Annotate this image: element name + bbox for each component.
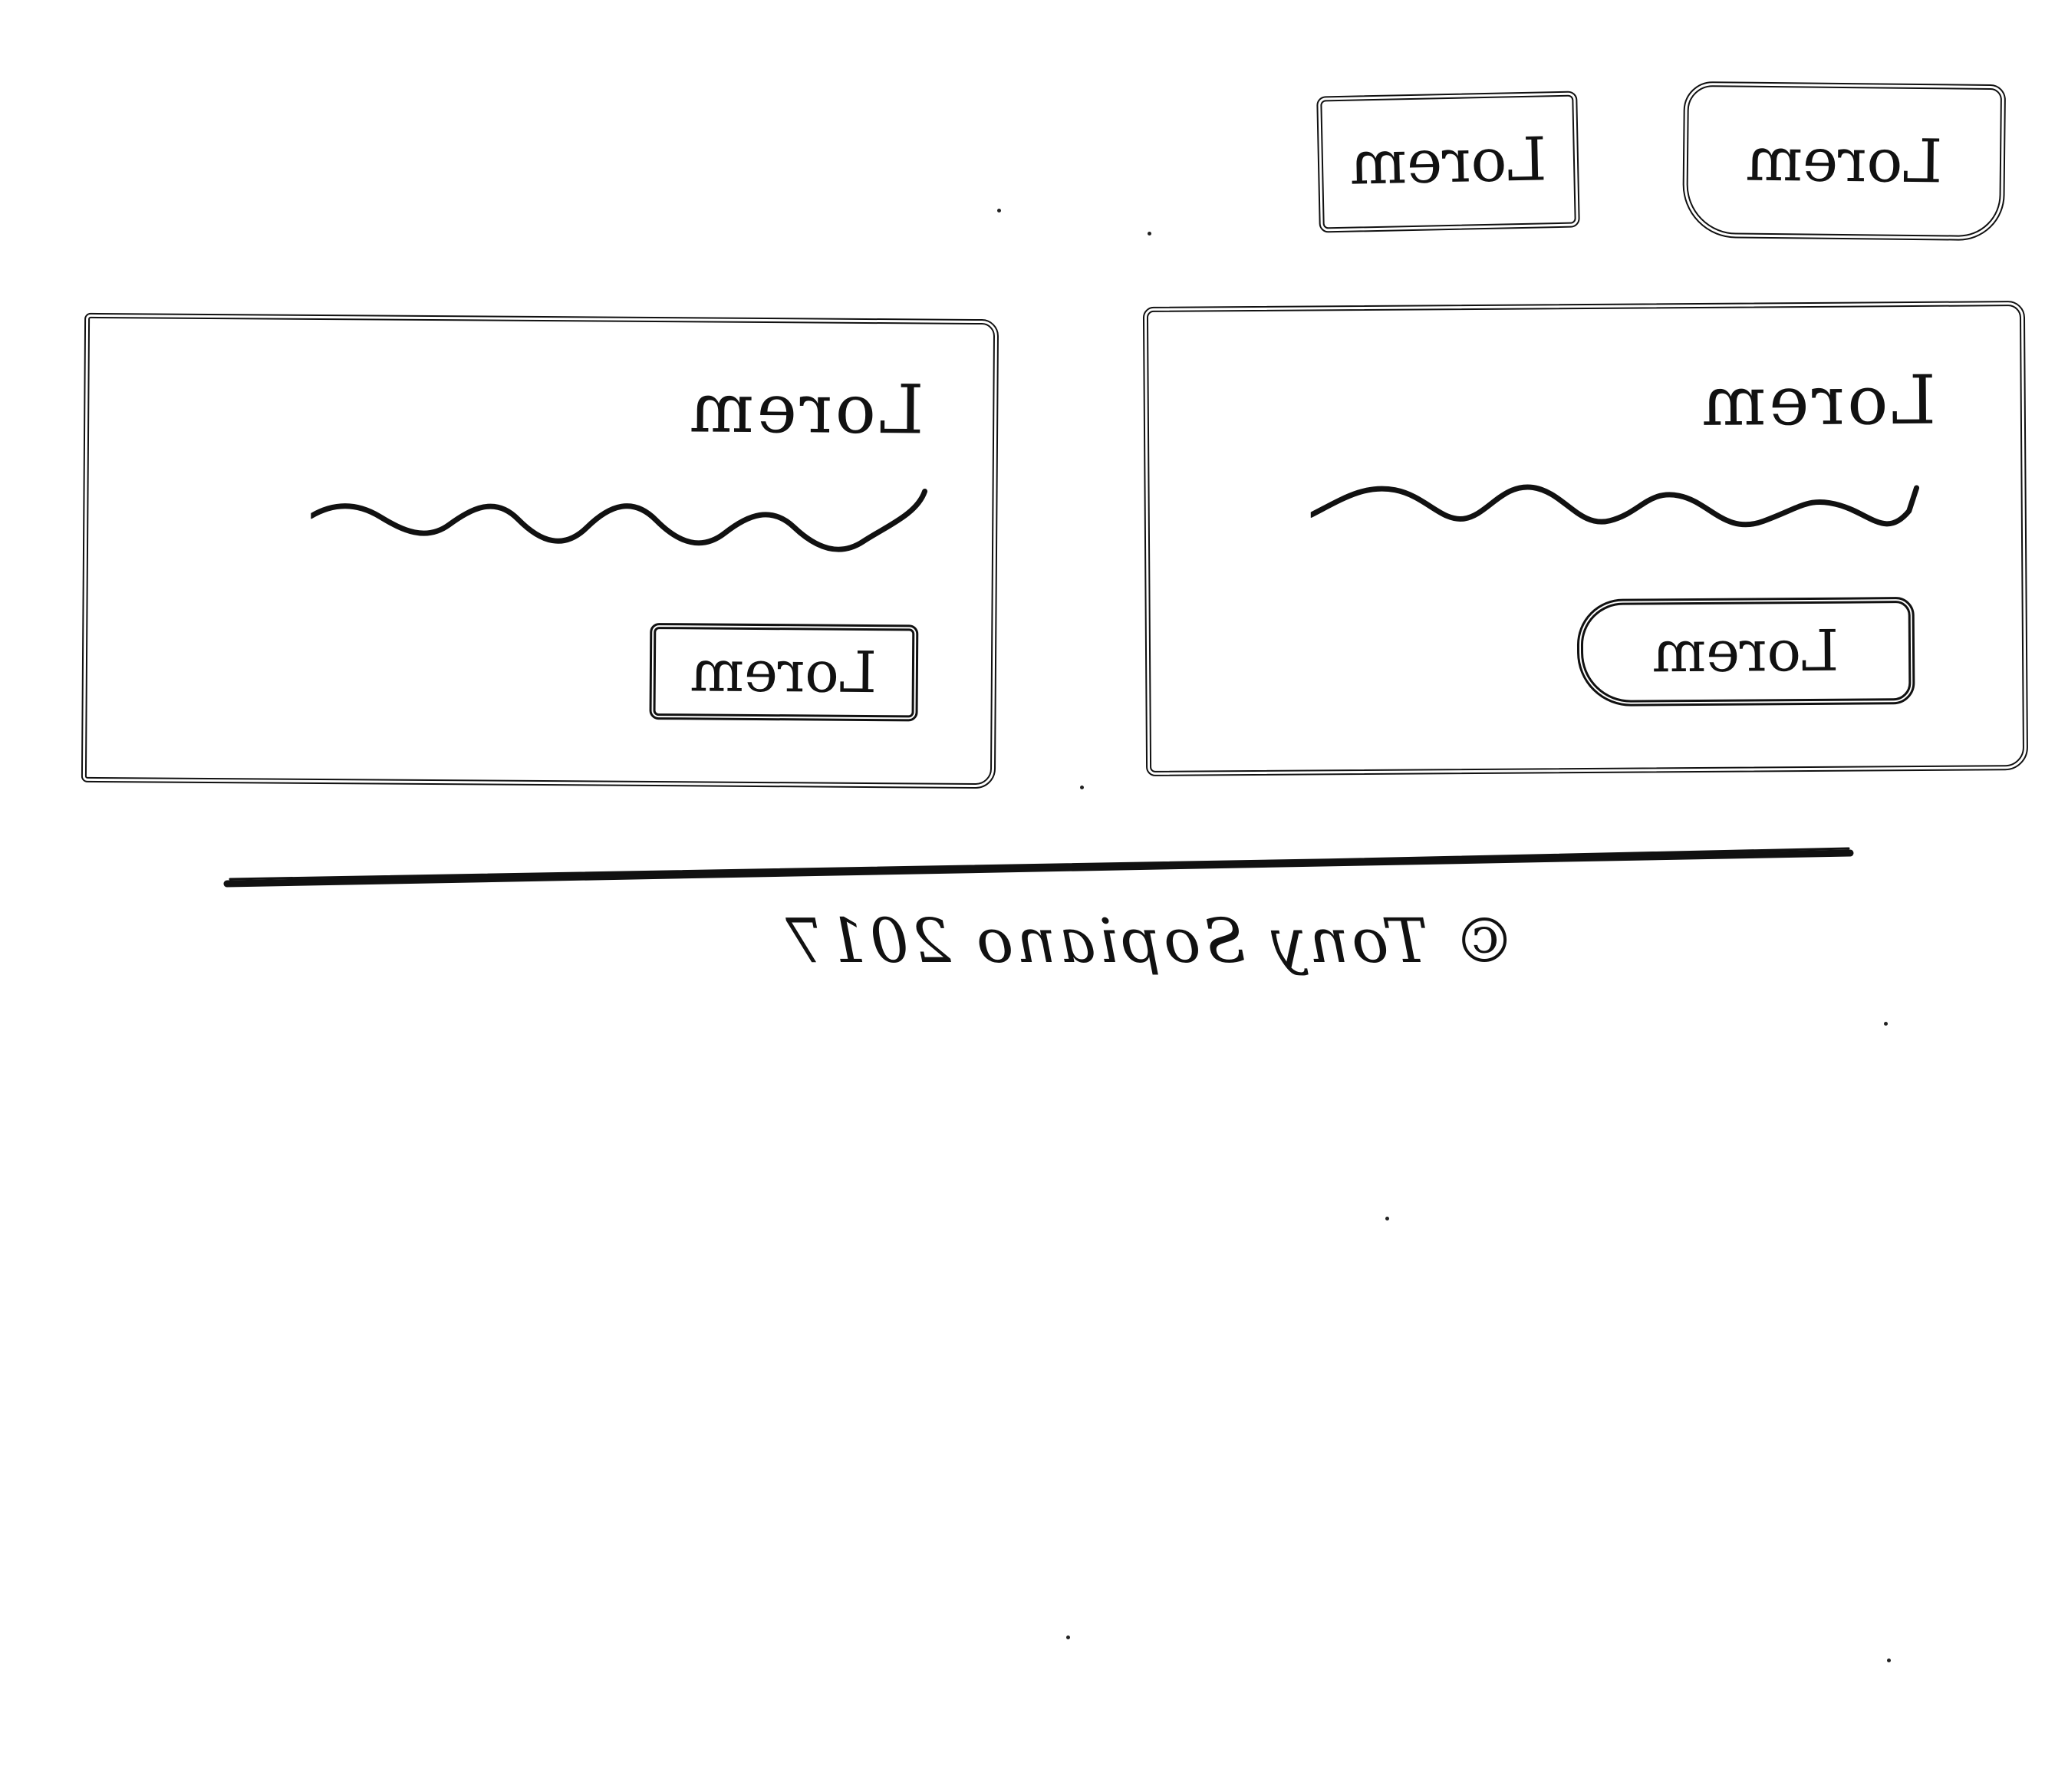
paper-speck xyxy=(1887,1659,1891,1662)
footer-divider xyxy=(223,847,1854,888)
paper-speck xyxy=(1148,232,1151,236)
footer-copyright: © Tony Sopiano 2017 xyxy=(782,905,1515,977)
footer-copyright-text: © Tony Sopiano 2017 xyxy=(782,905,1516,977)
card-left: Lorem Lorem xyxy=(81,312,999,789)
paper-speck xyxy=(1066,1636,1070,1639)
paper-speck xyxy=(1080,786,1084,789)
paper-speck xyxy=(1884,1022,1888,1026)
card-right: Lorem Lorem xyxy=(1142,300,2029,777)
paper-speck xyxy=(997,209,1001,212)
card-left-text-placeholder xyxy=(310,488,928,552)
card-right-text-placeholder xyxy=(1310,484,1920,528)
paper-speck xyxy=(1385,1217,1389,1220)
